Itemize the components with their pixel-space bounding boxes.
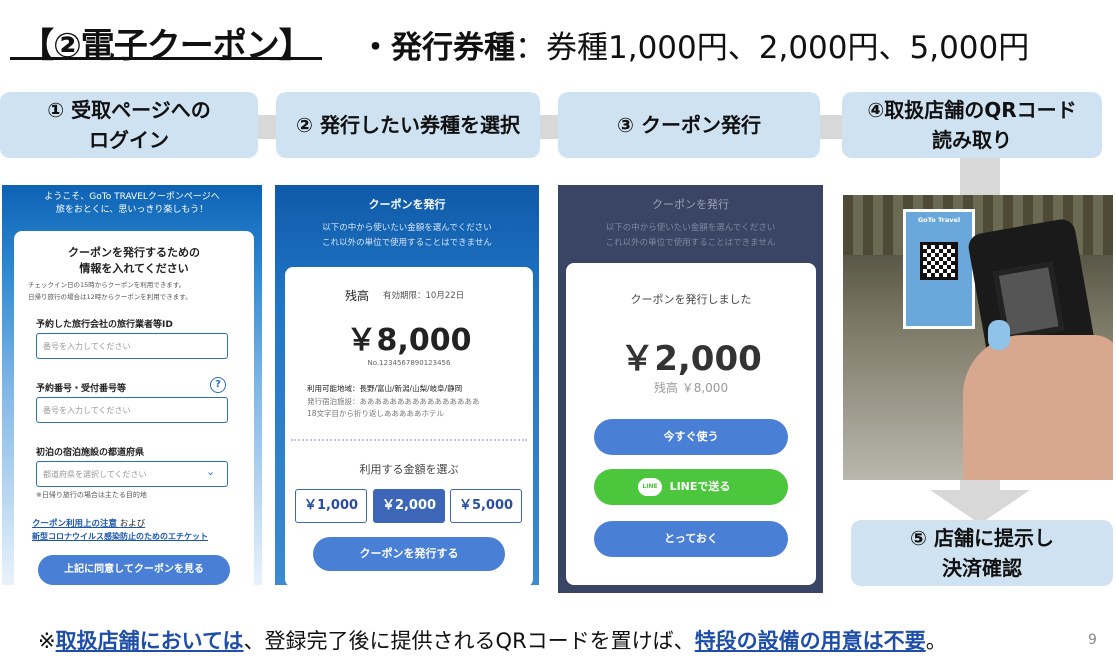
screen-login: ようこそ、GoTo TRAVELクーポンページへ 旅をおとくに、思いっきり楽しも… [2, 185, 262, 585]
step-5-present: ⑤ 店舗に提示し 決済確認 [851, 520, 1113, 586]
amount-5000-button[interactable]: ￥5,000 [450, 489, 522, 523]
balance-label: 残高 [345, 289, 370, 303]
screen3-header: クーポンを発行 [652, 198, 729, 211]
thumbnail [988, 320, 1010, 350]
qr-scan-photo: GoTo Travel [843, 195, 1113, 480]
issued-amount: ￥2,000 [620, 339, 762, 379]
prefecture-label: 初泊の宿泊施設の都道府県 [36, 448, 145, 458]
screen-select-amount: クーポンを発行 以下の中から使いたい金額を選んでください これ以外の単位で使用す… [275, 185, 539, 585]
page-number: 9 [1088, 632, 1097, 648]
step-3-issue: ③ クーポン発行 [558, 92, 820, 158]
stand-sign-text: GoTo Travel [917, 216, 961, 224]
chevron-down-icon: ⌄ [206, 465, 216, 478]
footer-highlight-2: 特段の設備の用意は不要 [694, 629, 926, 653]
balance-card: 残高 有効期限：10月22日 ￥8,000 No.123456789012345… [285, 267, 533, 585]
footer-middle: 、登録完了後に提供されるQRコードを置けば、 [243, 629, 695, 653]
issuing-facility: 発行宿泊施設：ああああああああああああああああ 18文字目から折り返しあああああ… [307, 397, 480, 418]
screen2-sub: 以下の中から使いたい金額を選んでください これ以外の単位で使用することはできませ… [322, 223, 492, 248]
coupon-types: ・発行券種：券種1,000円、2,000円、5,000円 [360, 22, 1029, 67]
welcome-header: ようこそ、GoTo TRAVELクーポンページへ 旅をおとくに、思いっきり楽しも… [44, 192, 220, 215]
issue-coupon-button[interactable]: クーポンを発行する [313, 537, 505, 571]
perforation-divider [291, 439, 527, 441]
coupon-types-values: ：券種1,000円、2,000円、5,000円 [515, 30, 1030, 66]
footer-note: ※取扱店舗においては、登録完了後に提供されるQRコードを置けば、特段の設備の用意… [38, 625, 947, 655]
use-now-button[interactable]: 今すぐ使う [594, 419, 788, 455]
usage-notes-link[interactable]: クーポン利用上の注意 および [32, 517, 145, 529]
usage-notes-text[interactable]: クーポン利用上の注意 [32, 519, 118, 529]
screen-coupon-issued: クーポンを発行 以下の中から使いたい金額を選んでください これ以外の単位で使用す… [558, 185, 823, 593]
agree-view-coupon-button[interactable]: 上記に同意してクーポンを見る [38, 555, 230, 585]
amount-1000-button[interactable]: ￥1,000 [295, 489, 367, 523]
choose-amount-label: 利用する金額を選ぶ [359, 463, 459, 476]
prefecture-note: ※日帰り旅行の場合は主たる目的地 [36, 491, 147, 499]
footer-highlight-1: 取扱店舗においては [55, 629, 244, 653]
coupon-number: No.1234567890123456 [367, 359, 451, 367]
qr-stand: GoTo Travel [903, 209, 975, 329]
arrow-down-icon [930, 490, 1030, 524]
screen3-sub: 以下の中から使いたい金額を選んでください これ以外の単位で使用することはできませ… [605, 223, 776, 248]
footer-prefix: ※ [38, 629, 56, 653]
card-title: クーポンを発行するための 情報を入れてください [68, 246, 200, 275]
send-line-button[interactable]: LINE LINEで送る [594, 469, 788, 505]
issued-message: クーポンを発行しました [630, 293, 752, 306]
reservation-number-input[interactable]: 番号を入力してください [36, 397, 228, 423]
login-card: クーポンを発行するための 情報を入れてください チェックイン日の15時からクーポ… [14, 231, 254, 585]
title-underline [10, 57, 322, 60]
balance-amount: ￥8,000 [346, 323, 472, 358]
footer-suffix: 。 [925, 629, 947, 653]
step-2-select-type: ② 発行したい券種を選択 [276, 92, 540, 158]
usable-area: 利用可能地域：長野/富山/新潟/山梨/岐阜/静岡 [307, 384, 463, 393]
amount-2000-button[interactable]: ￥2,000 [373, 489, 445, 523]
reservation-number-label: 予約番号・受付番号等 [36, 384, 127, 394]
agency-id-input[interactable]: 番号を入力してください [36, 333, 228, 359]
agency-id-label: 予約した旅行会社の旅行業者等ID [36, 320, 173, 330]
link-connector: および [117, 519, 146, 529]
help-icon[interactable]: ? [210, 377, 226, 393]
etiquette-link[interactable]: 新型コロナウイルス感染防止のためのエチケット [32, 532, 208, 541]
prefecture-select[interactable]: 都道府県を選択してください [36, 461, 228, 487]
qr-code-icon [920, 242, 958, 280]
step-1-login: ① 受取ページへの ログイン [0, 92, 258, 158]
step-4-scan-qr: ④取扱店舗のQRコード 読み取り [842, 92, 1102, 158]
line-icon: LINE [638, 478, 662, 496]
expiry-date: 有効期限：10月22日 [383, 291, 465, 301]
remaining-balance: 残高 ￥8,000 [653, 381, 729, 395]
issued-card: クーポンを発行しました ￥2,000 残高 ￥8,000 今すぐ使う LINE … [566, 263, 816, 585]
coupon-types-label: ・発行券種 [360, 30, 515, 66]
keep-button[interactable]: とっておく [594, 521, 788, 557]
send-line-label: LINEで送る [669, 480, 731, 493]
card-note: チェックイン日の15時からクーポンを利用できます。 日帰り旅行の場合は12時から… [28, 281, 192, 301]
hand [963, 335, 1113, 480]
screen2-header: クーポンを発行 [368, 198, 446, 211]
